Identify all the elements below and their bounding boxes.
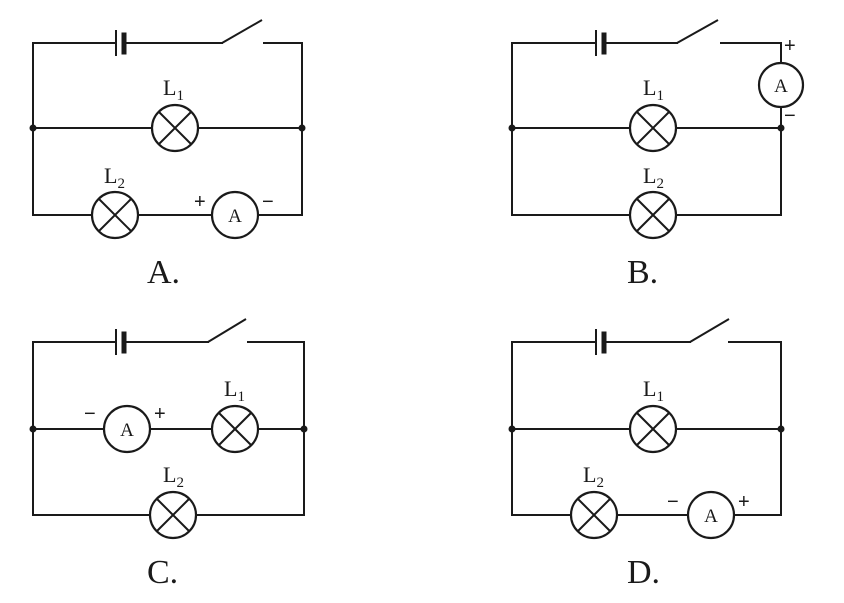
svg-text:A: A (774, 76, 788, 97)
circuit-c-junction-right (300, 425, 308, 433)
circuit-a-lamp-l2 (90, 190, 140, 240)
circuit-b-caption: B. (627, 254, 658, 291)
circuit-d-l1-label: L1 (643, 376, 664, 405)
circuit-d: L1 L2 A − + D. (508, 318, 785, 591)
circuit-c-switch-blade (207, 318, 247, 343)
circuit-c-lamp-l1 (210, 404, 260, 454)
circuit-b-ammeter: A (757, 61, 805, 109)
circuit-d-meter-positive-sign: + (738, 491, 750, 513)
circuit-d-ammeter: A (686, 490, 736, 540)
circuit-a-l1-label: L1 (163, 75, 184, 104)
circuit-a-meter-negative-sign: − (262, 191, 274, 213)
circuit-d-caption: D. (627, 554, 660, 591)
circuit-b-meter-negative-sign: − (784, 105, 796, 127)
circuit-c-caption: C. (147, 554, 178, 591)
circuit-d-l2-label: L2 (583, 462, 604, 491)
circuit-a-switch-blade (221, 19, 263, 44)
circuit-b-lamp-l1 (628, 103, 678, 153)
svg-text:A: A (704, 506, 718, 527)
circuit-d-lamp-l1 (628, 404, 678, 454)
circuit-c: A − + L1 L2 C. (29, 318, 308, 591)
circuit-b-l1-label: L1 (643, 75, 664, 104)
circuit-d-switch-blade (689, 318, 730, 343)
circuit-a: L1 L2 A + − A. (29, 19, 306, 291)
circuit-b: L1 L2 A + − B. (508, 19, 805, 291)
circuit-c-meter-negative-sign: − (84, 403, 96, 425)
svg-text:A: A (228, 206, 242, 227)
circuit-c-ammeter: A (102, 404, 152, 454)
circuit-a-junction-left (29, 124, 37, 132)
circuit-a-ammeter: A (210, 190, 260, 240)
circuit-a-junction-right (298, 124, 306, 132)
circuit-d-junction-left (508, 425, 516, 433)
circuit-c-l2-label: L2 (163, 462, 184, 491)
circuit-a-caption: A. (147, 254, 180, 291)
svg-text:A: A (120, 420, 134, 441)
circuit-a-lamp-l1 (150, 103, 200, 153)
circuit-c-l1-label: L1 (224, 376, 245, 405)
circuit-a-l2-label: L2 (104, 163, 125, 192)
circuit-c-junction-left (29, 425, 37, 433)
circuit-c-meter-positive-sign: + (154, 403, 166, 425)
circuit-d-lamp-l2 (569, 490, 619, 540)
circuit-b-junction-left (508, 124, 516, 132)
circuit-b-l2-label: L2 (643, 163, 664, 192)
circuit-c-lamp-l2 (148, 490, 198, 540)
circuit-b-switch-blade (676, 19, 719, 44)
circuit-a-meter-positive-sign: + (194, 191, 206, 213)
circuit-b-junction-right (777, 124, 785, 132)
circuit-d-meter-negative-sign: − (667, 491, 679, 513)
circuit-b-lamp-l2 (628, 190, 678, 240)
circuit-d-junction-right (777, 425, 785, 433)
circuit-b-meter-positive-sign: + (784, 35, 796, 57)
